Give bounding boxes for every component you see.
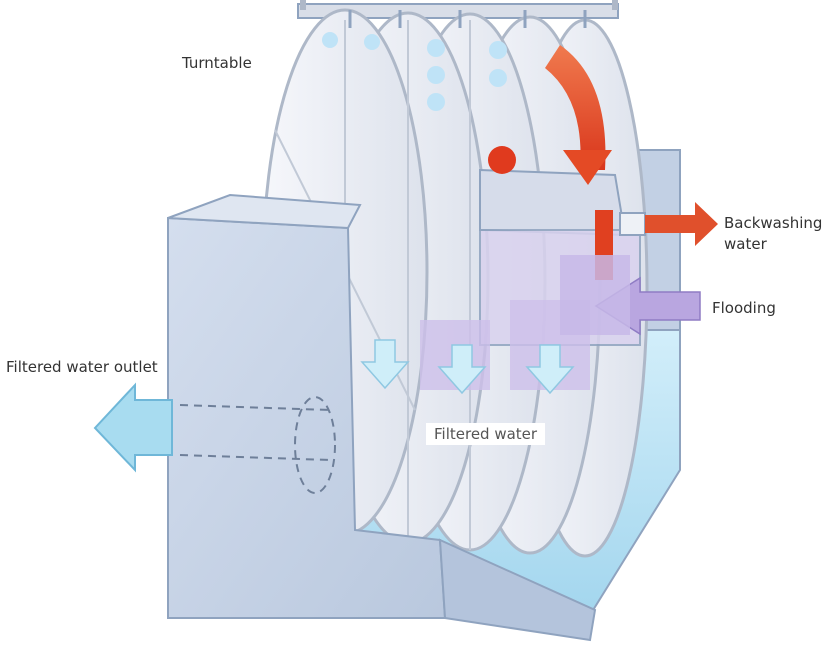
arrow-right-icon [645, 202, 718, 246]
outlet-flow [93, 382, 173, 473]
arrow-down-icon [360, 339, 410, 390]
label-flooding: Flooding [712, 299, 776, 317]
label-filtered-water-outlet: Filtered water outlet [6, 358, 158, 376]
arrow-down-icon [437, 344, 487, 395]
filtered-flow-arrows [360, 339, 575, 395]
label-filtered-water: Filtered water [426, 423, 546, 445]
backwash-flow [488, 45, 718, 280]
arrow-down-icon [525, 344, 575, 395]
outlet-pipe-hidden [179, 396, 336, 494]
arrow-left-icon [93, 382, 173, 473]
label-backwashing-water: Backwashing water [724, 214, 823, 253]
label-turntable: Turntable [182, 54, 252, 72]
tank-front [167, 193, 597, 642]
